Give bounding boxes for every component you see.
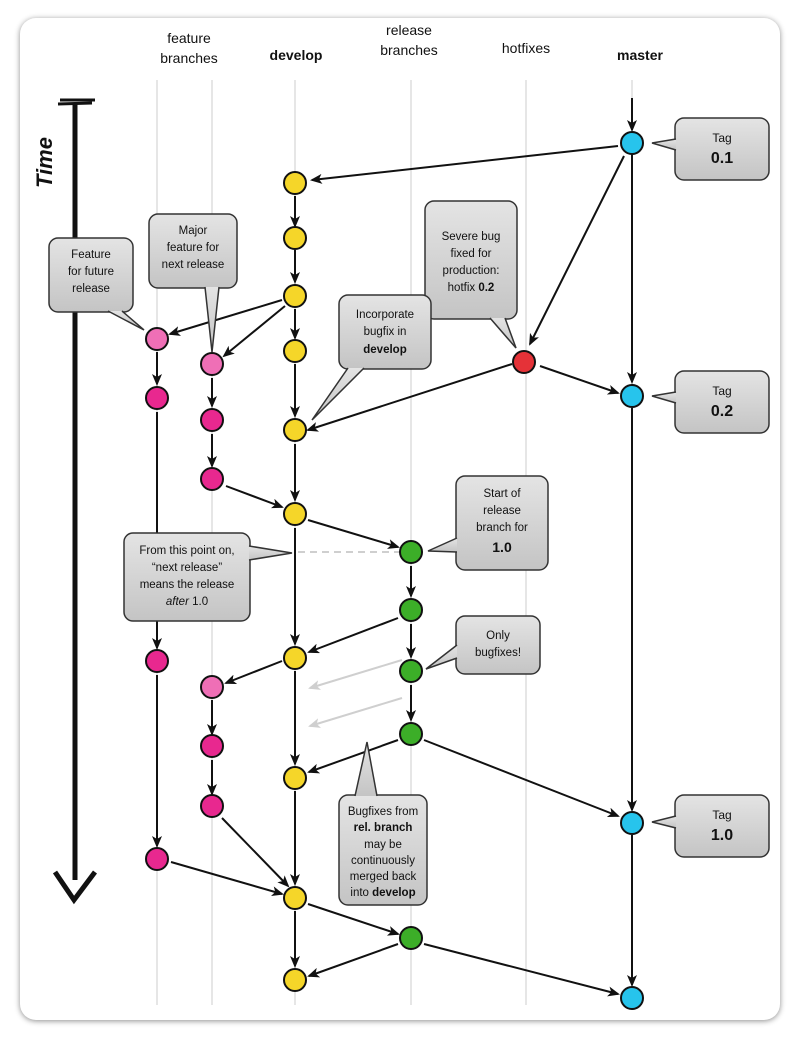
note-line: Severe bug [442, 231, 501, 243]
note-line: branch for [476, 522, 528, 534]
commit-develop [283, 418, 307, 442]
note-only-bugfixes [425, 615, 541, 675]
header-release-line1: release [386, 22, 432, 38]
tag-callout-0.2 [651, 370, 770, 434]
header-develop: develop [270, 47, 323, 63]
commit-feature-b [200, 734, 224, 758]
commit-develop [283, 171, 307, 195]
commit-develop [283, 226, 307, 250]
commit-feature-a [145, 649, 169, 673]
commit-release [399, 598, 423, 622]
time-axis: Time [32, 98, 97, 905]
note-line: after 1.0 [166, 596, 208, 608]
note-from-this-point [123, 532, 293, 622]
faint-merge-arrow-2 [308, 697, 403, 728]
note-line: production: [443, 265, 500, 277]
commit-develop [283, 339, 307, 363]
note-line: may be [364, 839, 402, 851]
commit-feature-b [200, 794, 224, 818]
note-line: for future [68, 266, 114, 278]
tag-label: Tag [712, 808, 731, 822]
note-bugfixes-from-release [338, 741, 428, 906]
tag-version: 0.2 [711, 403, 733, 420]
commit-feature-b [200, 675, 224, 699]
commit-develop [283, 502, 307, 526]
note-feature-future [48, 237, 145, 331]
tag-callout-0.1 [651, 117, 770, 181]
commit-release [399, 659, 423, 683]
note-line: next release [162, 259, 225, 271]
note-line: continuously [351, 855, 415, 867]
commit-arrows [152, 98, 637, 997]
commit-hotfix [512, 350, 536, 374]
note-severe-bug [424, 200, 518, 349]
commit-release [399, 926, 423, 950]
callout-texts: Tag 0.1 Tag 0.2 Tag 1.0 Feature for futu… [68, 131, 733, 899]
faint-merge-arrow-1 [308, 659, 403, 690]
header-master: master [617, 47, 663, 63]
note-line: 1.0 [492, 539, 512, 555]
note-major-feature [148, 213, 238, 353]
note-line: develop [363, 344, 406, 356]
note-line: bugfix in [364, 326, 407, 338]
commit-develop [283, 968, 307, 992]
note-line: merged back [350, 871, 417, 883]
note-line: into develop [350, 887, 415, 899]
note-line: Feature [71, 249, 111, 261]
note-line: From this point on, [139, 545, 234, 557]
time-axis-arrowhead [52, 870, 97, 905]
note-line: Only [486, 630, 510, 642]
note-line: release [483, 505, 521, 517]
commit-master-0.1 [620, 131, 644, 155]
commit-develop [283, 284, 307, 308]
commits [145, 131, 644, 1010]
note-line: release [72, 283, 110, 295]
note-start-release [427, 475, 549, 571]
note-line: bugfixes! [475, 647, 521, 659]
header-hotfixes: hotfixes [502, 40, 550, 56]
note-line: means the release [140, 579, 235, 591]
tag-version: 0.1 [711, 150, 733, 167]
note-line: Incorporate [356, 309, 414, 321]
commit-feature-a [145, 327, 169, 351]
commit-feature-a [145, 847, 169, 871]
commit-develop [283, 886, 307, 910]
header-feature-line2: branches [160, 50, 218, 66]
commit-master-0.2 [620, 384, 644, 408]
commit-feature-a [145, 386, 169, 410]
tag-label: Tag [712, 131, 731, 145]
note-line: “next release” [152, 562, 222, 574]
note-incorporate [311, 294, 432, 421]
time-label: Time [32, 137, 57, 188]
note-line: rel. branch [354, 822, 413, 834]
commit-release [399, 540, 423, 564]
commit-release [399, 722, 423, 746]
header-feature-line1: feature [167, 30, 211, 46]
note-line: hotfix 0.2 [448, 282, 495, 294]
note-line: Major [179, 225, 208, 237]
commit-develop [283, 646, 307, 670]
callouts [48, 117, 770, 906]
commit-feature-b [200, 467, 224, 491]
commit-develop [283, 766, 307, 790]
tag-callout-1.0 [651, 794, 770, 858]
commit-feature-b [200, 408, 224, 432]
note-line: Bugfixes from [348, 806, 418, 818]
note-line: Start of [483, 488, 521, 500]
note-line: feature for [167, 242, 220, 254]
tag-version: 1.0 [711, 827, 733, 844]
commit-master-1.0 [620, 811, 644, 835]
note-line: fixed for [451, 248, 492, 260]
commit-master-latest [620, 986, 644, 1010]
tag-label: Tag [712, 384, 731, 398]
commit-feature-b [200, 352, 224, 376]
header-release-line2: branches [380, 42, 438, 58]
